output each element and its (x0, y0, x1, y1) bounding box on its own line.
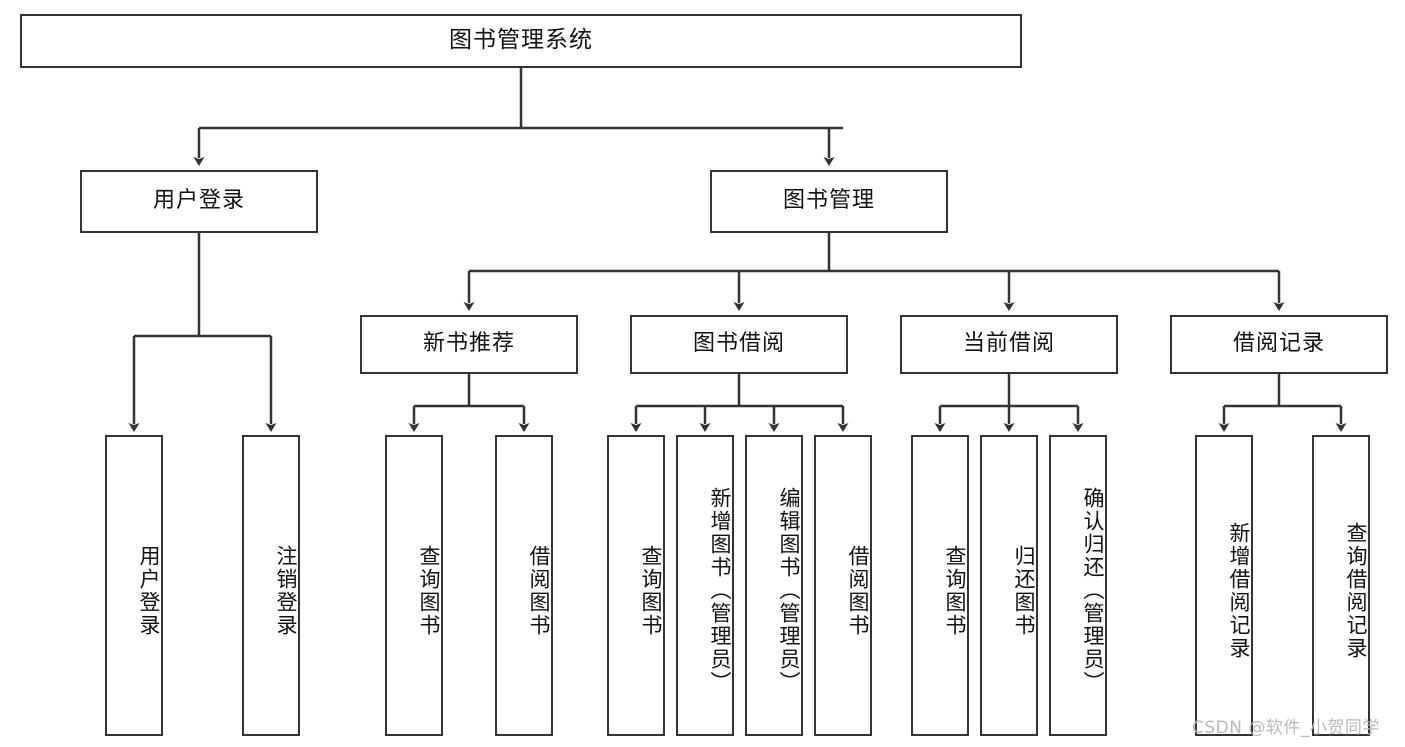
leaf-new-book-query-book[interactable]: 查询图书 (385, 435, 443, 736)
leaf-book-borrow-query-book[interactable]: 查询图书 (607, 435, 665, 736)
node-label: 当前借阅 (962, 331, 1055, 357)
node-book-borrow[interactable]: 图书借阅 (630, 315, 848, 374)
node-label: 注销登录 (274, 544, 298, 637)
node-label: 图书管理 (782, 188, 875, 214)
node-label: 借阅记录 (1232, 331, 1325, 357)
node-label: 图书管理系统 (449, 27, 593, 54)
leaf-user-login-login[interactable]: 用户登录 (105, 435, 163, 736)
node-label: 确认归还（管理员） (1081, 487, 1105, 694)
node-borrow-record[interactable]: 借阅记录 (1170, 315, 1388, 374)
node-new-book-recommend[interactable]: 新书推荐 (360, 315, 578, 374)
node-label: 查询图书 (639, 544, 663, 637)
leaf-borrow-record-query-record[interactable]: 查询借阅记录 (1312, 435, 1370, 736)
node-label: 新书推荐 (422, 331, 515, 357)
node-label: 编辑图书（管理员） (777, 487, 801, 694)
leaf-current-borrow-query-book[interactable]: 查询图书 (911, 435, 969, 736)
node-root-library-management-system[interactable]: 图书管理系统 (20, 14, 1022, 68)
node-label: 新增借阅记录 (1227, 521, 1251, 660)
leaf-current-borrow-return-book[interactable]: 归还图书 (980, 435, 1038, 736)
node-current-borrow[interactable]: 当前借阅 (900, 315, 1118, 374)
leaf-book-borrow-add-book-admin[interactable]: 新增图书（管理员） (676, 435, 734, 736)
node-label: 归还图书 (1012, 544, 1036, 637)
leaf-book-borrow-borrow-book[interactable]: 借阅图书 (814, 435, 872, 736)
node-label: 图书借阅 (692, 331, 785, 357)
node-label: 用户登录 (137, 544, 161, 637)
node-label: 查询图书 (417, 544, 441, 637)
csdn-watermark: CSDN @软件_小贺同学 (1192, 718, 1380, 738)
node-label: 用户登录 (152, 188, 245, 214)
node-label: 查询借阅记录 (1344, 521, 1368, 660)
node-label: 新增图书（管理员） (708, 487, 732, 694)
leaf-new-book-borrow-book[interactable]: 借阅图书 (495, 435, 553, 736)
leaf-borrow-record-add-record[interactable]: 新增借阅记录 (1195, 435, 1253, 736)
node-label: 查询图书 (943, 544, 967, 637)
leaf-book-borrow-edit-book-admin[interactable]: 编辑图书（管理员） (745, 435, 803, 736)
leaf-user-login-logout[interactable]: 注销登录 (242, 435, 300, 736)
node-user-login[interactable]: 用户登录 (80, 170, 318, 233)
node-label: 借阅图书 (527, 544, 551, 637)
leaf-current-borrow-confirm-return-admin[interactable]: 确认归还（管理员） (1049, 435, 1107, 736)
node-book-management[interactable]: 图书管理 (710, 170, 948, 233)
node-label: 借阅图书 (846, 544, 870, 637)
